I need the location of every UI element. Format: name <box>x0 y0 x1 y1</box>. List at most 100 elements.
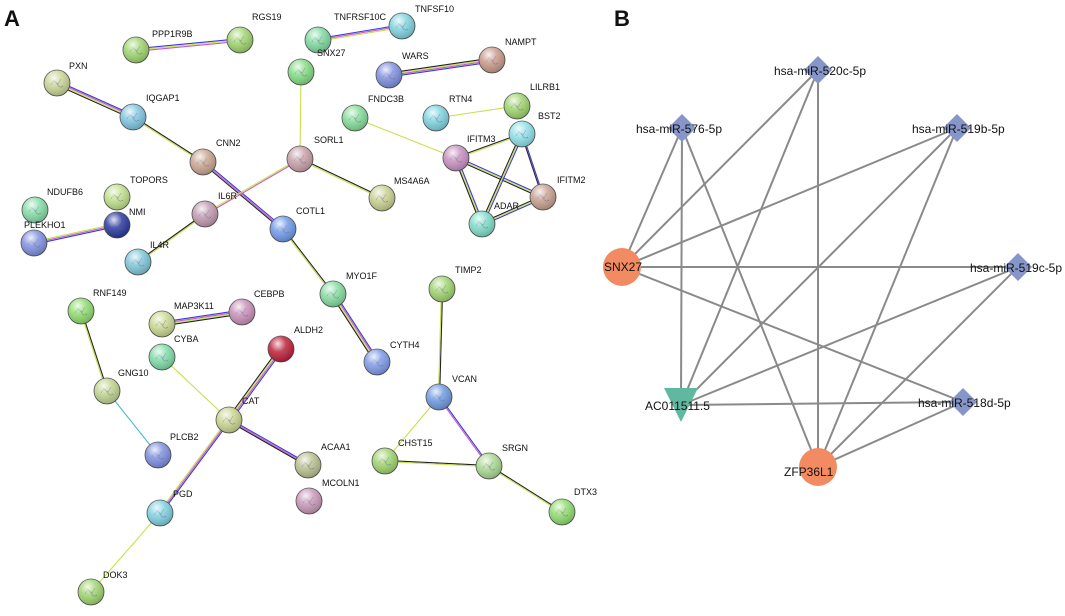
edge-snx27-hsa-mir-518d-5p <box>621 266 964 403</box>
protein-node-map3k11[interactable]: MAP3K11 <box>148 301 214 338</box>
protein-node-rtn4[interactable]: RTN4 <box>422 94 472 132</box>
edge-evidence-line <box>334 292 380 362</box>
protein-node-myo1f[interactable]: MYO1F <box>319 271 378 308</box>
protein-node-pgd[interactable]: PGD <box>146 489 193 527</box>
protein-node-plekho1[interactable]: PLEKHO1 <box>20 220 66 257</box>
protein-node-dok3[interactable]: DOK3 <box>77 570 128 606</box>
mirna-diamond-shape <box>949 388 977 416</box>
edge-ac011511-5-hsa-mir-519c-5p <box>680 266 1019 406</box>
mrna-node-snx27[interactable]: SNX27 <box>603 248 642 286</box>
edge-evidence-line <box>161 356 230 421</box>
edge-evidence-line <box>228 348 281 420</box>
sphere-highlight <box>78 579 104 605</box>
cerna-regulatory-network: hsa-miR-520c-5p hsa-miR-576-5p hsa-miR-519… <box>603 56 1062 486</box>
protein-node-acaa1[interactable]: ACAA1 <box>294 442 351 479</box>
protein-node-cebpb[interactable]: CEBPB <box>228 289 285 326</box>
protein-node-mcoln1[interactable]: MCOLN1 <box>295 478 360 515</box>
rna-node-label: hsa-miR-520c-5p <box>774 64 866 78</box>
protein-node-ms4a6a[interactable]: MS4A6A <box>368 176 430 212</box>
protein-label: NDUFB6 <box>47 187 83 197</box>
edge-evidence-line <box>230 349 284 422</box>
lncrna-node-ac011511-5[interactable]: AC011511.5 <box>645 388 710 422</box>
protein-node-topors[interactable]: TOPORS <box>103 175 168 211</box>
protein-node-snx27[interactable]: SNX27 <box>287 48 346 86</box>
protein-node-rnf149[interactable]: RNF149 <box>67 288 127 325</box>
mirna-node-hsa-mir-518d-5p[interactable]: hsa-miR-518d-5p <box>918 388 1011 416</box>
protein-label: NAMPT <box>505 37 537 47</box>
protein-node-tnfsf10[interactable]: TNFSF10 <box>388 4 454 40</box>
protein-node-nampt[interactable]: NAMPT <box>478 37 537 74</box>
protein-node-fndc3b[interactable]: FNDC3B <box>341 94 404 132</box>
protein-label: IQGAP1 <box>146 93 180 103</box>
edge-il6r-il4r <box>137 213 206 263</box>
protein-node-il4r[interactable]: IL4R <box>124 240 170 276</box>
protein-node-ifitm2[interactable]: IFITM2 <box>529 175 586 211</box>
sphere-highlight <box>305 27 331 53</box>
protein-label: ALDH2 <box>294 325 323 335</box>
edge-evidence-line <box>159 419 230 514</box>
protein-node-plcb2[interactable]: PLCB2 <box>144 432 199 469</box>
edge-iqgap1-cnn2 <box>132 116 204 163</box>
edge-evidence-line <box>435 105 518 119</box>
mirna-node-hsa-mir-576-5p[interactable]: hsa-miR-576-5p <box>636 114 722 142</box>
protein-node-cyth4[interactable]: CYTH4 <box>363 340 420 376</box>
edge-evidence-line <box>161 309 242 323</box>
edge-evidence-line <box>137 213 205 262</box>
protein-label: PPP1R9B <box>152 29 193 39</box>
sphere-highlight <box>443 145 469 171</box>
edge-map3k11-cebpb <box>161 309 243 327</box>
sphere-highlight <box>227 27 253 53</box>
sphere-highlight <box>44 70 70 96</box>
protein-node-tnfrsf10c[interactable]: TNFRSF10C <box>304 12 387 54</box>
edge-evidence-line <box>439 288 444 398</box>
protein-node-aldh2[interactable]: ALDH2 <box>267 325 323 363</box>
protein-node-il6r[interactable]: IL6R <box>191 191 238 228</box>
protein-node-iqgap1[interactable]: IQGAP1 <box>119 93 180 131</box>
protein-node-ppp1r9b[interactable]: PPP1R9B <box>122 29 193 64</box>
protein-node-chst15[interactable]: CHST15 <box>371 438 433 475</box>
mirna-node-hsa-mir-519c-5p[interactable]: hsa-miR-519c-5p <box>970 253 1062 281</box>
mirna-node-hsa-mir-519b-5p[interactable]: hsa-miR-519b-5p <box>912 114 1005 142</box>
edge-evidence-line <box>384 461 490 468</box>
protein-node-dtx3[interactable]: DTX3 <box>548 487 597 526</box>
rna-node-label: hsa-miR-576-5p <box>636 122 722 136</box>
protein-node-cyba[interactable]: CYBA <box>148 334 199 371</box>
protein-label: PLEKHO1 <box>24 220 66 230</box>
protein-node-vcan[interactable]: VCAN <box>425 374 477 411</box>
protein-label: CYTH4 <box>390 340 420 350</box>
protein-node-srgn[interactable]: SRGN <box>475 443 528 480</box>
protein-node-rgs19[interactable]: RGS19 <box>226 12 282 54</box>
protein-node-adar[interactable]: ADAR <box>468 201 520 238</box>
edge-bst2-adar <box>480 133 524 225</box>
protein-node-sorl1[interactable]: SORL1 <box>286 135 344 173</box>
protein-node-pxn[interactable]: PXN <box>43 61 88 97</box>
protein-node-bst2[interactable]: BST2 <box>508 111 561 148</box>
sphere-highlight <box>94 378 120 404</box>
protein-label: IL6R <box>218 191 238 201</box>
protein-node-wars[interactable]: WARS <box>375 51 429 89</box>
edge-zfp36l1-hsa-mir-519c-5p <box>817 266 1019 468</box>
edge-sorl1-il6r <box>204 157 301 216</box>
edge-evidence-line <box>282 229 333 295</box>
edge-evidence-line <box>56 83 133 119</box>
protein-label: IFITM2 <box>557 175 586 185</box>
protein-node-lilrb1[interactable]: LILRB1 <box>503 82 560 120</box>
edge-evidence-line <box>138 214 206 263</box>
protein-node-cat[interactable]: CAT <box>215 396 260 434</box>
protein-node-ndufb6[interactable]: NDUFB6 <box>21 187 83 224</box>
protein-node-timp2[interactable]: TIMP2 <box>428 265 482 303</box>
edge-evidence-line <box>482 134 524 225</box>
protein-node-cotl1[interactable]: COTL1 <box>269 206 325 243</box>
protein-label: DOK3 <box>103 570 128 580</box>
edge-evidence-line <box>332 294 377 363</box>
edge-evidence-line <box>299 71 302 160</box>
mrna-node-zfp36l1[interactable]: ZFP36L1 <box>784 448 837 486</box>
edge-evidence-line <box>202 161 284 230</box>
protein-node-cnn2[interactable]: CNN2 <box>189 138 241 176</box>
edge-cyba-cat <box>161 356 230 421</box>
edge-evidence-line <box>160 420 231 515</box>
protein-node-gng10[interactable]: GNG10 <box>93 368 149 405</box>
protein-node-nmi[interactable]: NMI <box>103 207 146 239</box>
mirna-node-hsa-mir-520c-5p[interactable]: hsa-miR-520c-5p <box>774 56 866 84</box>
protein-node-ifitm3[interactable]: IFITM3 <box>442 134 496 172</box>
